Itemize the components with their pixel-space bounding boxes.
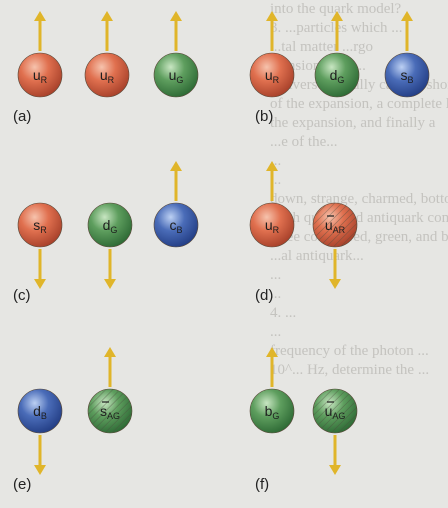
quark-ball — [314, 52, 360, 98]
antiquark-hatch — [88, 389, 132, 433]
quark-sphere: dG — [87, 202, 133, 289]
panel-d: uR uAR — [249, 161, 358, 289]
background-text-line: ...al antiquark... — [270, 248, 364, 264]
panel-a: uR uR uG — [17, 11, 199, 98]
quark-ball — [87, 202, 133, 248]
quark-sphere: uR — [84, 11, 130, 98]
panel-b: uR dG sB — [249, 11, 430, 98]
panel-label: (a) — [13, 108, 32, 125]
quark-label: uAG — [325, 403, 346, 421]
quark-label: uR — [265, 217, 280, 235]
background-text-line: of the expansion, a complete loss — [270, 96, 448, 112]
background-text-line: ...e of the... — [270, 134, 338, 150]
antiquark-hatch — [313, 203, 357, 247]
quark-label: uR — [265, 67, 280, 85]
quark-sphere: dB — [17, 388, 63, 475]
spin-up-arrow — [170, 11, 182, 51]
spin-down-arrow — [329, 249, 341, 289]
background-text-line: 4. ... — [270, 305, 297, 321]
spin-up-arrow — [101, 11, 113, 51]
background-text-line: into the quark model? — [270, 1, 402, 17]
panel-label: (f) — [255, 476, 270, 493]
quark-label: cB — [169, 217, 182, 235]
panel-label: (c) — [13, 287, 31, 304]
quark-label: uG — [169, 67, 184, 85]
spin-up-arrow — [266, 161, 278, 201]
quark-label: uR — [100, 67, 115, 85]
background-text-line: the expansion, and finally a — [270, 115, 436, 131]
quark-label: bG — [265, 403, 280, 421]
spin-up-arrow — [401, 11, 413, 51]
panel-f: bG uAG — [249, 347, 358, 475]
quark-sphere: uR — [17, 11, 63, 98]
spin-up-arrow — [34, 11, 46, 51]
quark-ball — [17, 202, 63, 248]
background-text-line: ... — [270, 324, 282, 340]
panel-c: sR dG cB — [17, 161, 199, 289]
quark-sphere: uR — [249, 11, 295, 98]
spin-up-arrow — [170, 161, 182, 201]
panel-e: dB sAG — [17, 347, 133, 475]
quark-ball — [17, 388, 63, 434]
spin-up-arrow — [331, 11, 343, 51]
quark-label: uAR — [325, 217, 346, 235]
background-text-line: ... — [270, 153, 282, 169]
quark-ball — [249, 202, 295, 248]
antiquark-sphere: uAG — [312, 388, 358, 475]
antiquark-sphere: sAG — [87, 347, 133, 434]
background-text-line: ... — [270, 286, 282, 302]
quark-sphere: uG — [153, 11, 199, 98]
quark-label: dG — [330, 67, 345, 85]
quark-sphere: uR — [249, 161, 295, 248]
quark-sphere: cB — [153, 161, 199, 248]
background-text-line: down, strange, charmed, bottom, and top. — [270, 191, 448, 207]
quark-label: sAG — [100, 403, 120, 421]
background-text-line: ... — [270, 267, 282, 283]
panel-label: (d) — [255, 287, 274, 304]
spin-up-arrow — [266, 347, 278, 387]
quark-label: sR — [33, 217, 47, 235]
spin-up-arrow — [266, 11, 278, 51]
quark-ball — [249, 52, 295, 98]
spin-up-arrow — [104, 347, 116, 387]
background-text-line: 10^... Hz, determine the ... — [270, 362, 430, 378]
antiquark-sphere: uAR — [312, 202, 358, 289]
quark-ball — [153, 52, 199, 98]
antiquark-hatch — [313, 389, 357, 433]
panel-label: (e) — [13, 476, 32, 493]
quark-ball — [17, 52, 63, 98]
quark-label: sB — [400, 67, 413, 85]
spin-down-arrow — [34, 435, 46, 475]
background-text-line: ...tal matter ...rgo — [270, 39, 374, 55]
background-text-line: frequency of the photon ... — [270, 343, 429, 359]
quark-ball — [153, 202, 199, 248]
spin-down-arrow — [104, 249, 116, 289]
panel-label: (b) — [255, 108, 274, 125]
spin-down-arrow — [34, 249, 46, 289]
quark-ball — [249, 388, 295, 434]
quark-ball — [84, 52, 130, 98]
quark-ball — [384, 52, 430, 98]
spin-down-arrow — [329, 435, 341, 475]
quark-sphere: dG — [314, 11, 360, 98]
quark-sphere: bG — [249, 347, 295, 434]
quark-sphere: sR — [17, 202, 63, 289]
quark-label: uR — [33, 67, 48, 85]
quark-label: dG — [103, 217, 118, 235]
background-text-line: ... — [270, 172, 282, 188]
quark-label: dB — [33, 403, 47, 421]
quark-sphere: sB — [384, 11, 430, 98]
